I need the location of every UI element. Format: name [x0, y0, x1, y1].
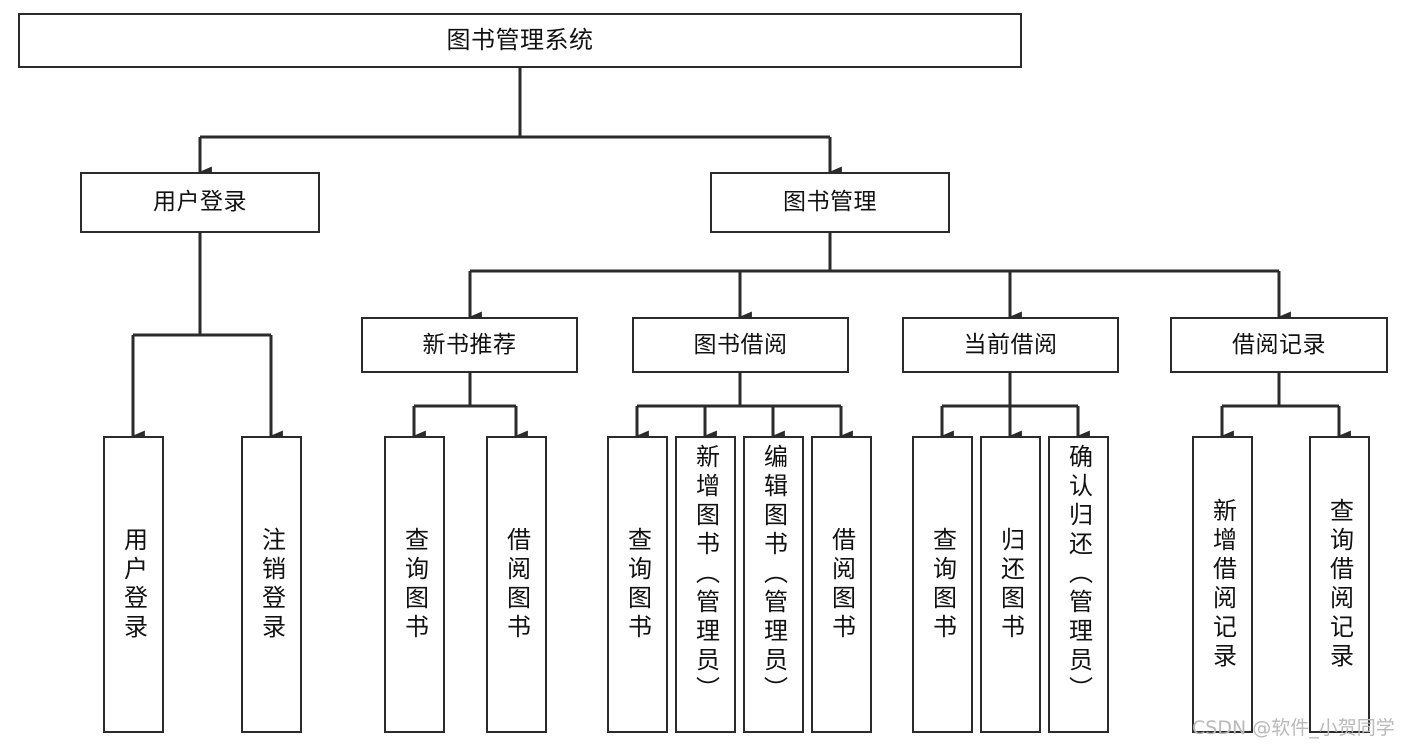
node-borrowing-record[interactable]: 借阅记录 — [1170, 317, 1388, 373]
leaf-node-add-borrow-record[interactable]: 新增借阅记录 — [1192, 436, 1253, 733]
leaf-node-logout[interactable]: 注销登录 — [241, 436, 302, 733]
node-label: 当前借阅 — [963, 331, 1058, 358]
node-label: 查询借阅记录 — [1325, 497, 1354, 672]
leaf-node-add-book[interactable]: 新增图书（管理员） — [675, 436, 736, 733]
node-label: 新书推荐 — [422, 331, 517, 358]
node-label: 查询图书 — [623, 526, 652, 643]
node-label: 新增借阅记录 — [1208, 497, 1237, 672]
node-book-management[interactable]: 图书管理 — [710, 172, 950, 233]
node-label: 注销登录 — [257, 526, 286, 643]
leaf-node-borrow-book-recommendation[interactable]: 借阅图书 — [486, 436, 547, 733]
csdn-watermark: CSDN @软件_小贺同学 — [1192, 717, 1395, 739]
node-label: 查询图书 — [928, 526, 957, 643]
leaf-node-confirm-return[interactable]: 确认归还（管理员） — [1048, 436, 1109, 733]
node-label: 借阅图书 — [827, 526, 856, 643]
node-book-borrowing[interactable]: 图书借阅 — [632, 317, 849, 373]
node-label: 图书管理系统 — [446, 25, 594, 54]
node-label: 查询图书 — [400, 526, 429, 643]
leaf-node-borrow-book[interactable]: 借阅图书 — [811, 436, 872, 733]
node-label: 编辑图书（管理员） — [759, 444, 788, 705]
leaf-node-user-login[interactable]: 用户登录 — [103, 436, 164, 733]
node-label: 确认归还（管理员） — [1064, 444, 1093, 705]
leaf-node-edit-book[interactable]: 编辑图书（管理员） — [743, 436, 804, 733]
leaf-node-query-book-current[interactable]: 查询图书 — [912, 436, 973, 733]
node-book-management-system[interactable]: 图书管理系统 — [18, 13, 1022, 68]
node-current-borrowing[interactable]: 当前借阅 — [902, 317, 1119, 373]
leaf-node-query-borrow-record[interactable]: 查询借阅记录 — [1309, 436, 1370, 733]
leaf-node-query-book-recommendation[interactable]: 查询图书 — [384, 436, 445, 733]
node-label: 图书借阅 — [693, 331, 788, 358]
leaf-node-return-book[interactable]: 归还图书 — [980, 436, 1041, 733]
node-new-book-recommendation[interactable]: 新书推荐 — [361, 317, 578, 373]
node-label: 借阅图书 — [502, 526, 531, 643]
node-label: 用户登录 — [153, 189, 247, 216]
node-label: 新增图书（管理员） — [691, 444, 720, 705]
node-user-login[interactable]: 用户登录 — [80, 172, 320, 233]
leaf-node-query-book-borrowing[interactable]: 查询图书 — [607, 436, 668, 733]
node-label: 归还图书 — [996, 526, 1025, 643]
node-label: 借阅记录 — [1232, 331, 1326, 358]
node-label: 图书管理 — [783, 189, 877, 216]
node-label: 用户登录 — [119, 526, 148, 643]
